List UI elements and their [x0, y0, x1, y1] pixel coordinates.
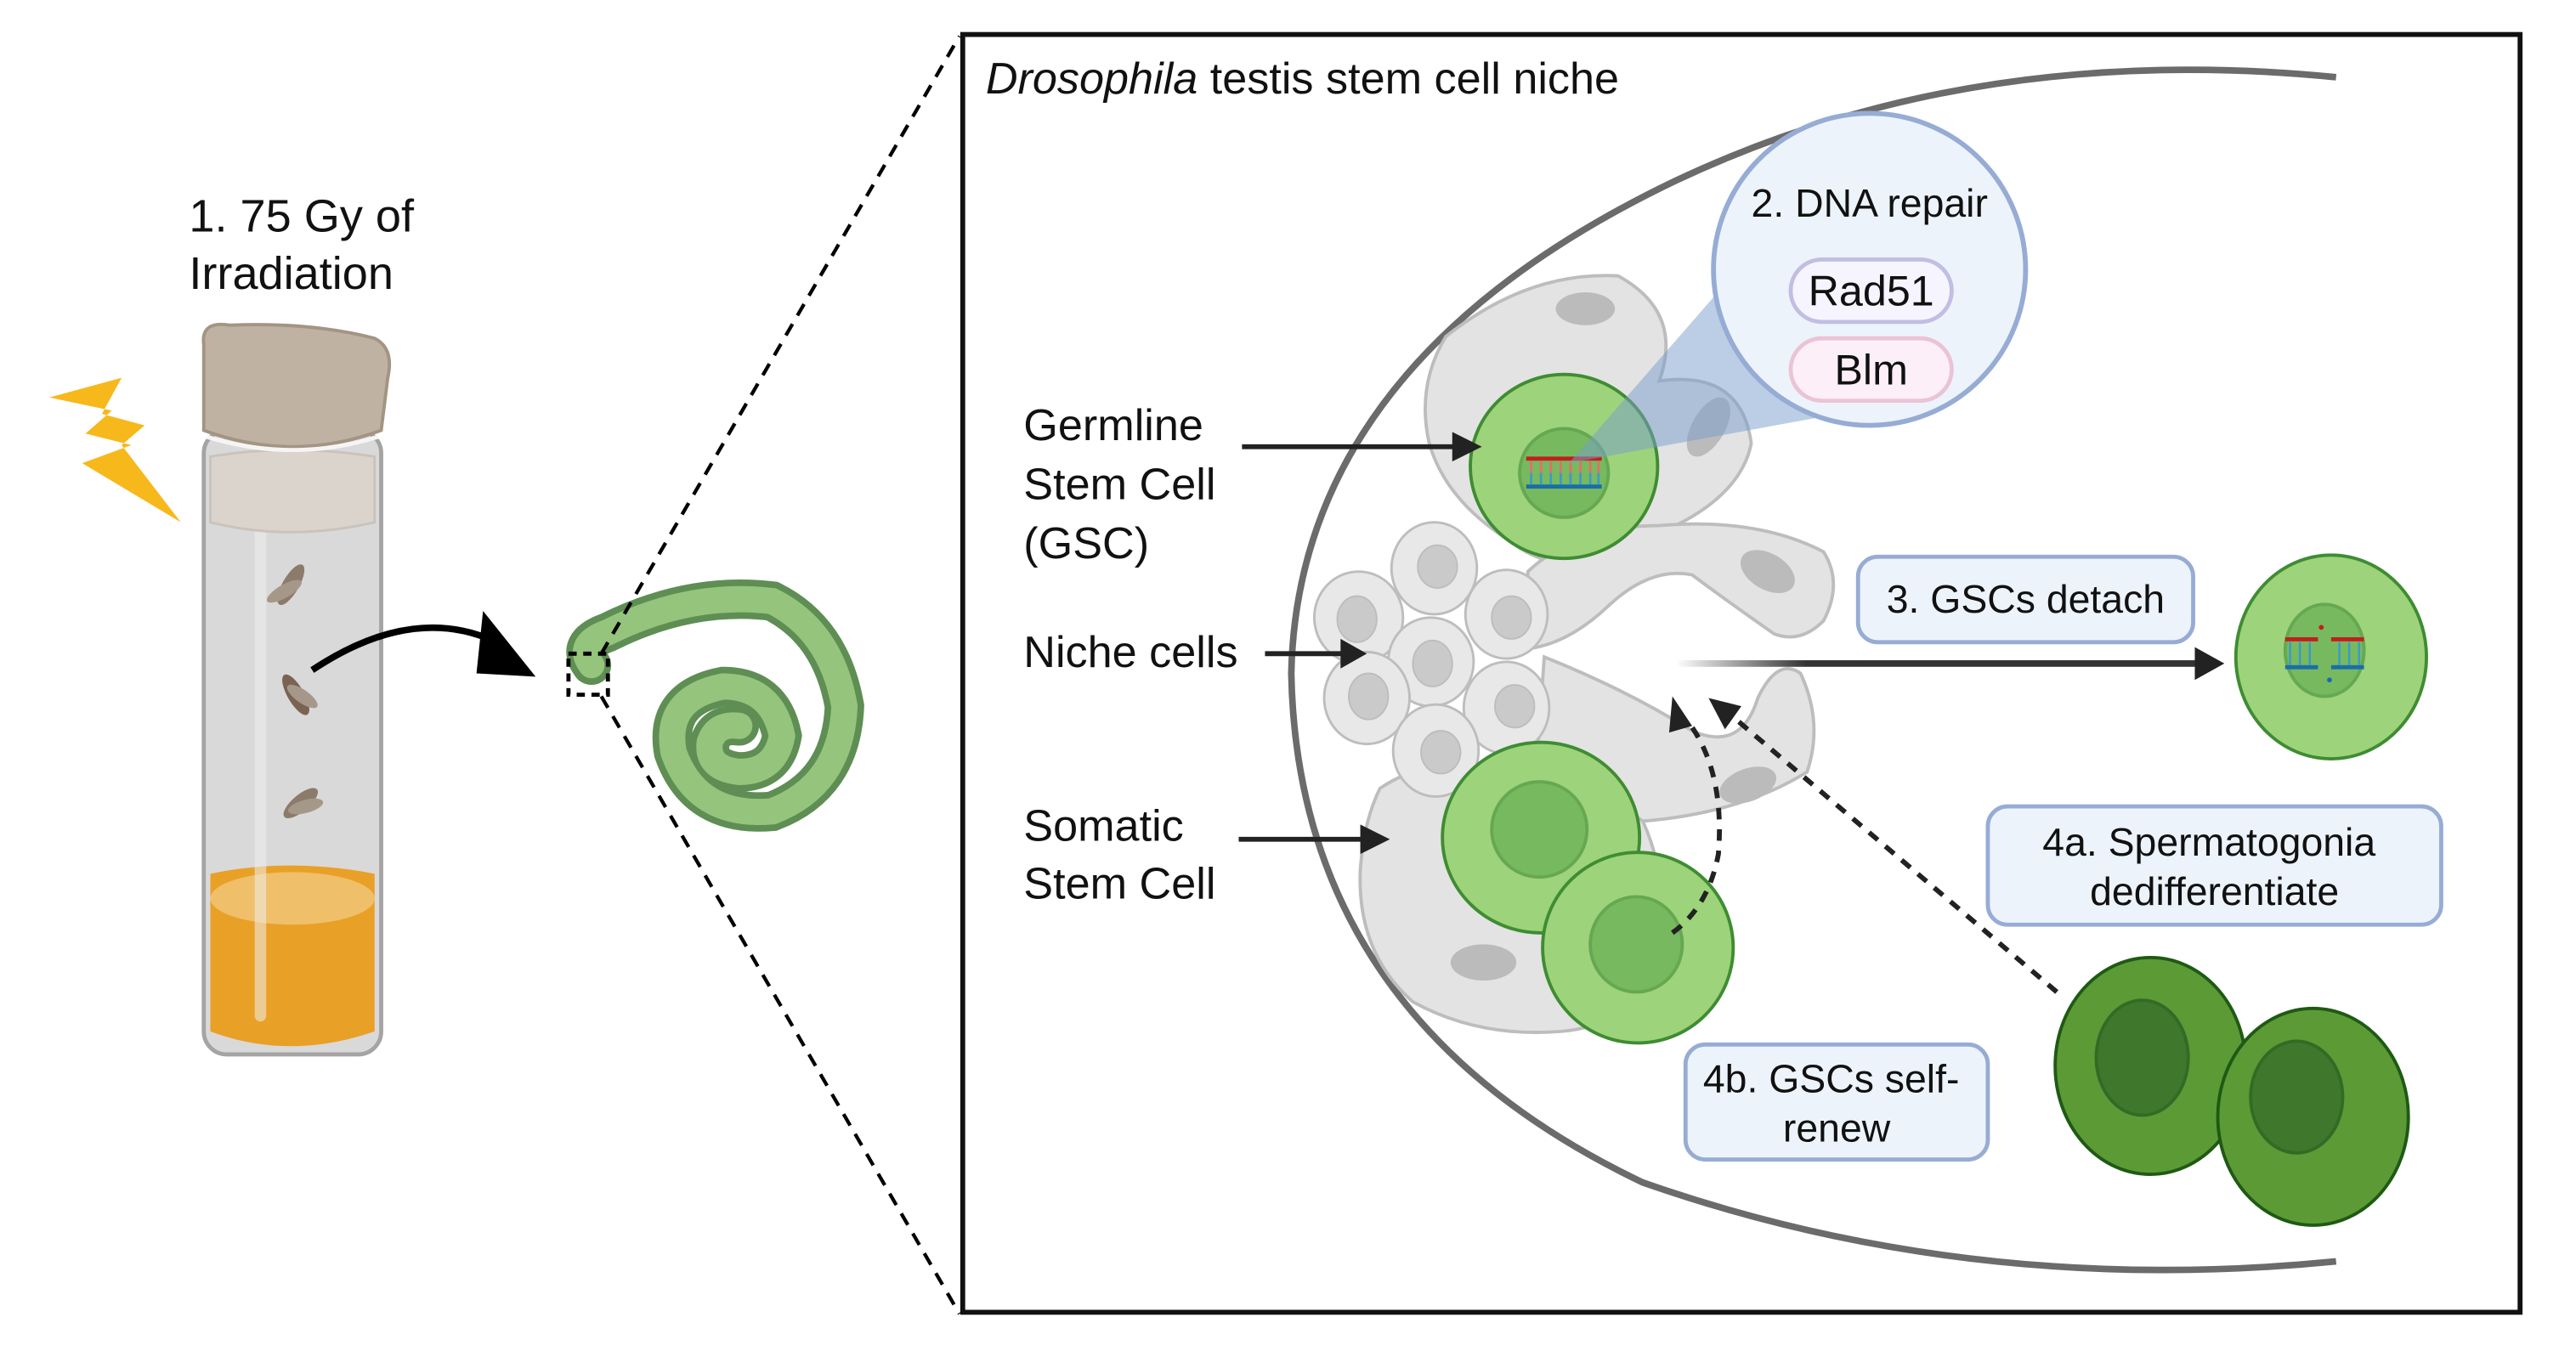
- panel-title-species: Drosophila: [986, 54, 1197, 104]
- zoom-line-bottom: [599, 695, 961, 1315]
- broken-dna-icon: [2284, 625, 2364, 683]
- niche-label: Niche cells: [1023, 628, 1237, 677]
- zoom-line-top: [599, 35, 961, 655]
- panel-title: Drosophila testis stem cell niche: [986, 54, 1619, 104]
- step4b-label: 4b. GSCs self- renew: [1703, 1056, 1970, 1150]
- testis-outline: [1288, 66, 2337, 1274]
- blm-label: Blm: [1834, 346, 1908, 393]
- dna-repair-bubble: 2. DNA repair Rad51 Blm: [1711, 110, 2029, 428]
- niche-cells-cluster: [1312, 521, 1551, 798]
- self-renew-arrow: [1668, 696, 1723, 936]
- dna-icon: [1526, 456, 1602, 489]
- germline-line-1: Germline: [1023, 401, 1203, 450]
- somatic-label: Somatic Stem Cell: [1023, 802, 1215, 909]
- testis-icon: [566, 579, 864, 832]
- step1-line-1: 1. 75 Gy of: [189, 191, 415, 242]
- somatic-line-1: Somatic: [1023, 802, 1183, 851]
- rad51-label: Rad51: [1809, 268, 1934, 315]
- niche-pointer-arrow: [1265, 638, 1367, 669]
- dna-repair-title: 2. DNA repair: [1752, 181, 1988, 225]
- panel-title-rest: testis stem cell niche: [1197, 54, 1619, 104]
- detached-gsc: [2233, 553, 2428, 760]
- lightning-bolt-icon: [49, 377, 181, 523]
- step4b-line-1: 4b. GSCs self-: [1703, 1056, 1960, 1100]
- step4a-label: 4a. Spermatogonia dedifferentiate: [2042, 820, 2386, 913]
- step4a-line-2: dedifferentiate: [2090, 869, 2339, 913]
- dedifferentiation-arrow: [1708, 698, 2058, 994]
- step4a-line-1: 4a. Spermatogonia: [2042, 820, 2375, 864]
- dissection-arrow: [310, 611, 536, 677]
- detach-arrow: [1675, 647, 2225, 681]
- step1-line-2: Irradiation: [189, 248, 393, 299]
- spermatogonia: [2053, 955, 2410, 1227]
- somatic-line-2: Stem Cell: [1023, 859, 1215, 908]
- step3-label: 3. GSCs detach: [1887, 577, 2165, 621]
- fly-icon: [267, 564, 305, 606]
- step4a-box: 4a. Spermatogonia dedifferentiate: [1985, 804, 2443, 927]
- germline-pointer-arrow: [1242, 432, 1482, 462]
- germline-label: Germline Stem Cell (GSC): [1023, 401, 1228, 568]
- fly-icon: [282, 674, 318, 715]
- fly-icon: [283, 788, 324, 818]
- step4b-line-2: renew: [1783, 1105, 1891, 1150]
- step3-box: 3. GSCs detach: [1855, 554, 2195, 645]
- step4b-box: 4b. GSCs self- renew: [1683, 1042, 1990, 1162]
- somatic-pointer-arrow: [1238, 824, 1390, 855]
- fly-vial-icon: [201, 322, 392, 1057]
- germline-stem-cell: [1541, 851, 1735, 1045]
- blm-pill: [1788, 336, 1954, 404]
- rad51-pill: [1788, 257, 1954, 325]
- step1-label: 1. 75 Gy of Irradiation: [189, 191, 427, 300]
- germline-line-3: (GSC): [1023, 519, 1149, 568]
- germline-line-2: Stem Cell: [1023, 461, 1215, 510]
